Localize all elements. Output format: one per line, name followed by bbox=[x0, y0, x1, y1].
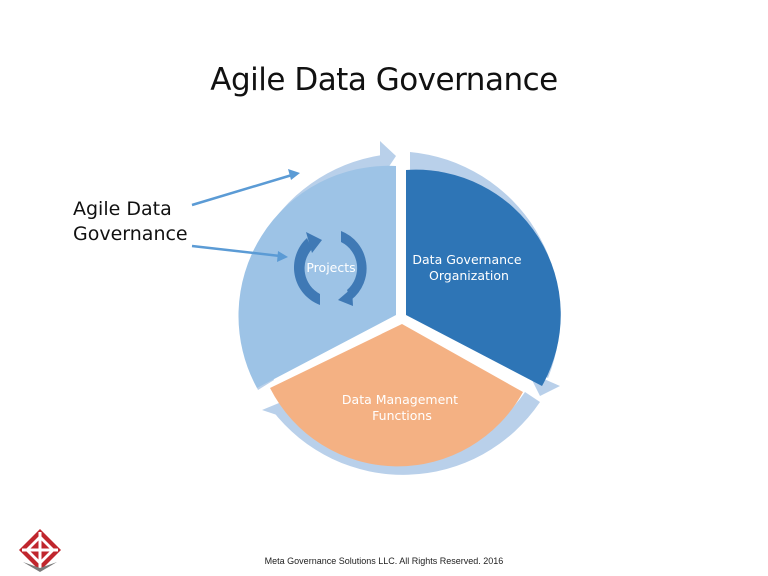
copyright-footer: Meta Governance Solutions LLC. All Right… bbox=[264, 556, 504, 566]
outer-ring-arc-management bbox=[272, 392, 540, 475]
callout-line-1: Agile Data bbox=[73, 198, 172, 220]
svg-text:Data Governance Organizati: Data Governance Organization bbox=[412, 252, 525, 283]
company-logo-icon bbox=[19, 529, 61, 572]
segment-projects-label: Projects bbox=[306, 260, 355, 275]
segment-governance-label-2: Organization bbox=[429, 268, 509, 283]
slide-title: Agile Data Governance bbox=[210, 62, 558, 98]
callout-line-2: Governance bbox=[73, 223, 188, 245]
callout-arrows bbox=[191, 169, 300, 262]
segment-management bbox=[270, 324, 523, 467]
svg-text:Projects: Projects bbox=[306, 260, 355, 275]
segment-projects bbox=[238, 165, 396, 388]
callout-label: Agile Data Governance bbox=[73, 197, 213, 247]
segment-governance bbox=[406, 169, 561, 386]
segment-governance-label-1: Data Governance bbox=[412, 252, 522, 267]
segment-management-label-1: Data Management bbox=[342, 392, 458, 407]
svg-text:Data Management Functions: Data Management Functions bbox=[342, 392, 462, 423]
segment-management-label-2: Functions bbox=[372, 408, 432, 423]
cycle-arrows-icon bbox=[293, 231, 367, 306]
